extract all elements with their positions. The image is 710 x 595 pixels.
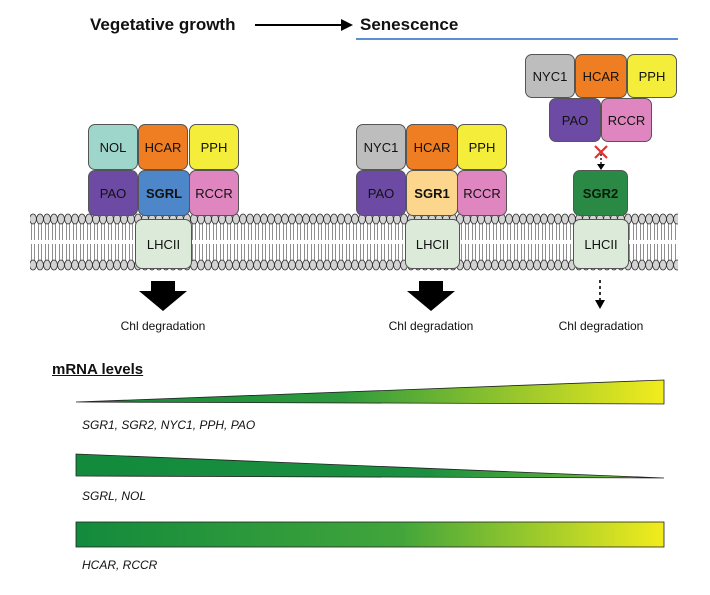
chl-degradation-label: Chl degradation <box>120 319 206 333</box>
chl-degradation-label: Chl degradation <box>558 319 644 333</box>
mrna-levels-title: mRNA levels <box>52 361 144 378</box>
blocked-interaction-x <box>594 145 608 170</box>
hcar-box: HCAR <box>138 124 188 170</box>
vegetative-growth-title: Vegetative growth <box>90 15 236 34</box>
gene-list: SGR1, SGR2, NYC1, PPH, PAO <box>82 418 256 432</box>
sgr1-box: SGR1 <box>406 170 458 216</box>
pph-box: PPH <box>189 124 239 170</box>
increasing-wedge <box>75 379 665 405</box>
pao-box: PAO <box>356 170 406 216</box>
senescence-underline <box>356 38 678 40</box>
gene-list: SGRL, NOL <box>82 489 147 503</box>
chl-degradation-label: Chl degradation <box>388 319 474 333</box>
pao-box: PAO <box>88 170 138 216</box>
nol-box: NOL <box>88 124 138 170</box>
senescence-title: Senescence <box>360 15 459 34</box>
lhcii-box: LHCII <box>135 219 192 269</box>
constant-bar <box>75 521 665 548</box>
nyc1-box: NYC1 <box>356 124 406 170</box>
gene-list: HCAR, RCCR <box>82 558 158 572</box>
weak-degradation-arrow <box>595 280 605 309</box>
pph-box: PPH <box>627 54 677 98</box>
transition-arrow <box>255 19 353 31</box>
rccr-box: RCCR <box>601 98 652 142</box>
degradation-arrow <box>139 281 187 311</box>
rccr-box: RCCR <box>457 170 507 216</box>
sgr2-box: SGR2 <box>573 170 628 216</box>
decreasing-wedge <box>75 453 665 479</box>
lhcii-box: LHCII <box>573 219 629 269</box>
nyc1-box: NYC1 <box>525 54 575 98</box>
pph-box: PPH <box>457 124 507 170</box>
lhcii-box: LHCII <box>405 219 460 269</box>
hcar-box: HCAR <box>575 54 627 98</box>
pao-box: PAO <box>549 98 601 142</box>
degradation-arrow <box>407 281 455 311</box>
rccr-box: RCCR <box>189 170 239 216</box>
